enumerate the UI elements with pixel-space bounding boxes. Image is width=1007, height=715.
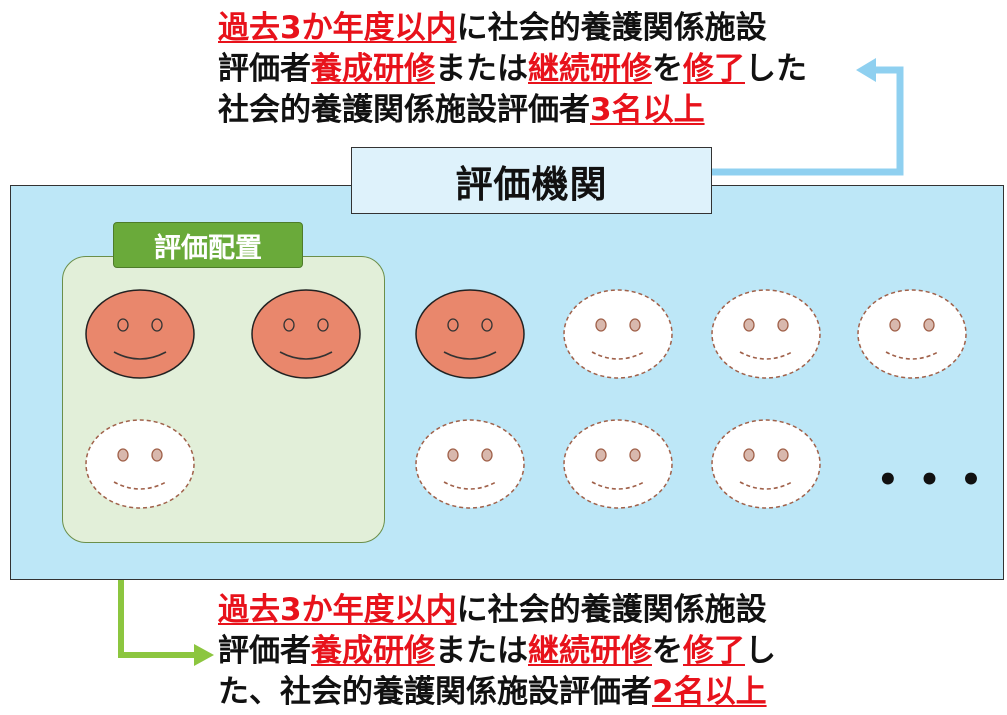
caption-line: た、社会的養護関係施設評価者2名以上: [218, 672, 776, 713]
caption-text: 社会的養護関係施設評価者: [218, 92, 590, 128]
caption-line: 評価者養成研修または継続研修を修了した: [218, 49, 807, 90]
untrained-evaluator-face-icon: [414, 418, 526, 510]
caption-line: 過去3か年度以内に社会的養護関係施設: [218, 8, 807, 49]
highlighted-requirement: 修了: [683, 51, 745, 87]
caption-text: し: [745, 633, 776, 669]
trained-evaluator-face-icon: [84, 288, 196, 380]
caption-text: 評価者: [218, 633, 311, 669]
caption-text: 評価者: [218, 51, 311, 87]
trained-evaluator-face-icon: [414, 288, 526, 380]
caption-text: に社会的養護関係施設: [456, 592, 767, 628]
evaluation-organization-title: 評価機関: [351, 147, 712, 214]
org-requirement-arrowhead: [856, 58, 876, 82]
evaluation-placement-label: 評価配置: [113, 222, 303, 268]
highlighted-requirement: 3名以上: [590, 92, 705, 128]
caption-line: 過去3か年度以内に社会的養護関係施設: [218, 590, 776, 631]
untrained-evaluator-face-icon: [562, 288, 674, 380]
caption-text: を: [652, 633, 683, 669]
caption-text: た、社会的養護関係施設評価者: [218, 674, 652, 710]
highlighted-requirement: 過去3か年度以内: [218, 592, 457, 628]
caption-text: に社会的養護関係施設: [456, 10, 767, 46]
highlighted-requirement: 継続研修: [528, 633, 652, 669]
untrained-evaluator-face-icon: [84, 418, 196, 510]
highlighted-requirement: 養成研修: [311, 633, 435, 669]
placement-requirement-arrowhead: [194, 644, 214, 666]
bottom-requirement-caption: 過去3か年度以内に社会的養護関係施設評価者養成研修または継続研修を修了した、社会…: [218, 590, 776, 713]
untrained-evaluator-face-icon: [562, 418, 674, 510]
highlighted-requirement: 2名以上: [652, 674, 767, 710]
highlighted-requirement: 修了: [683, 633, 745, 669]
highlighted-requirement: 継続研修: [528, 51, 652, 87]
placement-requirement-arrow: [118, 543, 196, 658]
more-evaluators-ellipsis: • • •: [877, 460, 986, 500]
highlighted-requirement: 過去3か年度以内: [218, 10, 457, 46]
caption-text: または: [435, 51, 528, 87]
untrained-evaluator-face-icon: [710, 418, 822, 510]
untrained-evaluator-face-icon: [856, 288, 968, 380]
caption-text: を: [652, 51, 683, 87]
caption-line: 社会的養護関係施設評価者3名以上: [218, 90, 807, 131]
highlighted-requirement: 養成研修: [311, 51, 435, 87]
org-requirement-arrow: [712, 66, 904, 176]
trained-evaluator-face-icon: [250, 288, 362, 380]
caption-text: した: [745, 51, 807, 87]
top-requirement-caption: 過去3か年度以内に社会的養護関係施設評価者養成研修または継続研修を修了した社会的…: [218, 8, 807, 131]
untrained-evaluator-face-icon: [710, 288, 822, 380]
caption-text: または: [435, 633, 528, 669]
caption-line: 評価者養成研修または継続研修を修了し: [218, 631, 776, 672]
